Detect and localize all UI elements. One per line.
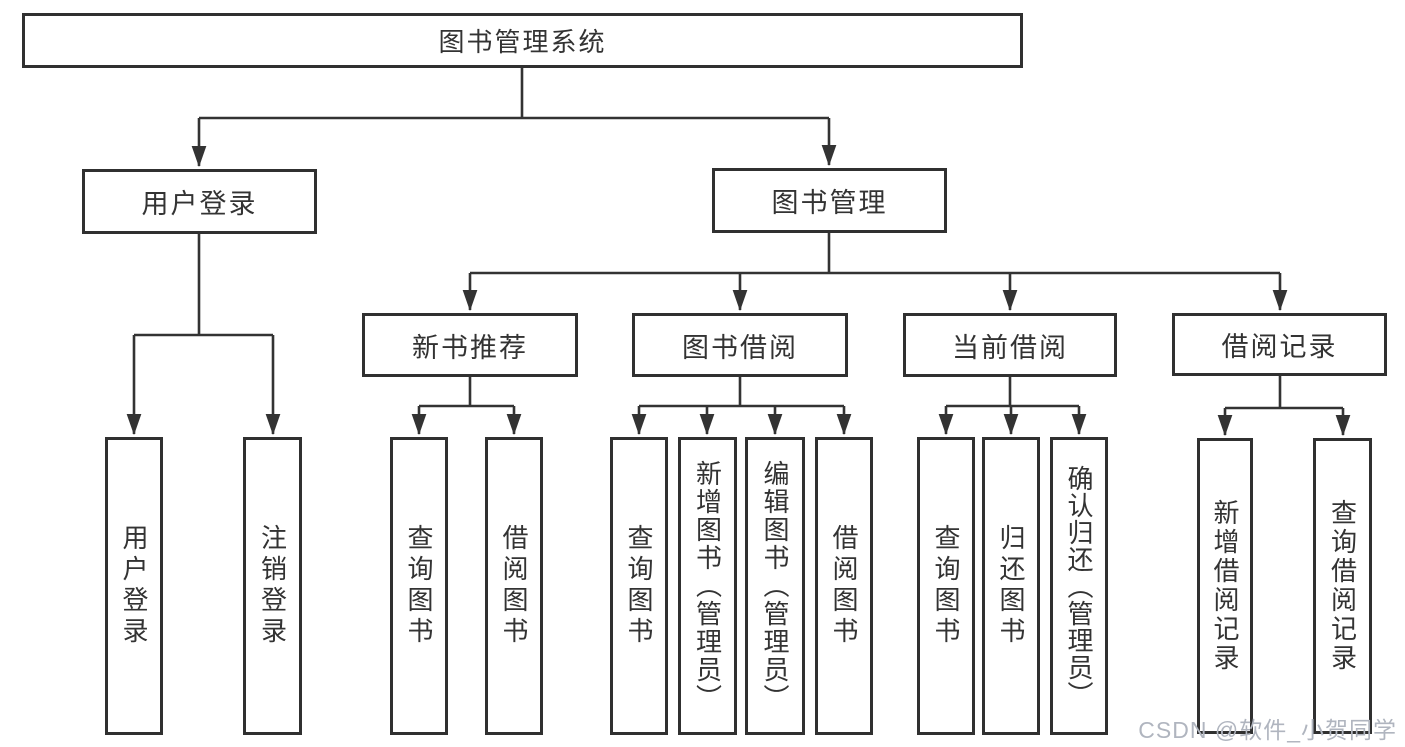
node-book-management-module-label: 图书管理 (771, 188, 888, 218)
leaf-nb-borrow-books-label: 借阅图书 (499, 524, 529, 648)
leaf-bb-query-books-label: 查询图书 (624, 524, 654, 648)
node-new-book-recommend: 新书推荐 (362, 313, 578, 377)
node-book-borrowing-label: 图书借阅 (682, 332, 798, 363)
leaf-cb-query-books-label: 查询图书 (931, 524, 961, 648)
node-user-login-module: 用户登录 (82, 169, 317, 234)
leaf-cb-confirm-return-admin-label: 确认归还（管理员） (1064, 464, 1094, 708)
node-book-management-module: 图书管理 (712, 168, 947, 233)
node-book-borrowing: 图书借阅 (632, 313, 848, 377)
node-current-borrowing-label: 当前借阅 (952, 332, 1068, 363)
leaf-bb-add-books-admin: 新增图书（管理员） (678, 437, 737, 735)
node-borrowing-records-label: 借阅记录 (1221, 332, 1338, 362)
leaf-bb-edit-books-admin-label: 编辑图书（管理员） (760, 460, 790, 712)
leaf-cb-query-books: 查询图书 (917, 437, 975, 735)
leaf-br-add-record-label: 新增借阅记录 (1210, 499, 1240, 673)
leaf-cb-confirm-return-admin: 确认归还（管理员） (1050, 437, 1108, 735)
node-system-root-label: 图书管理系统 (438, 27, 607, 57)
leaf-bb-borrow-books-label: 借阅图书 (829, 524, 859, 648)
leaf-br-add-record: 新增借阅记录 (1197, 438, 1253, 734)
leaf-bb-edit-books-admin: 编辑图书（管理员） (745, 437, 805, 735)
node-new-book-recommend-label: 新书推荐 (412, 332, 528, 363)
leaf-bb-add-books-admin-label: 新增图书（管理员） (692, 460, 723, 712)
leaf-bb-query-books: 查询图书 (610, 437, 668, 735)
node-current-borrowing: 当前借阅 (903, 313, 1117, 377)
leaf-br-query-record-label: 查询借阅记录 (1327, 499, 1358, 673)
leaf-cb-return-books: 归还图书 (982, 437, 1040, 735)
node-system-root: 图书管理系统 (22, 13, 1023, 68)
leaf-nb-query-books: 查询图书 (390, 437, 448, 735)
leaf-nb-borrow-books: 借阅图书 (485, 437, 543, 735)
leaf-logout: 注销登录 (243, 437, 302, 735)
node-user-login-module-label: 用户登录 (141, 189, 258, 219)
leaf-bb-borrow-books: 借阅图书 (815, 437, 873, 735)
csdn-watermark: CSDN @软件_小贺同学 (1138, 717, 1397, 743)
leaf-nb-query-books-label: 查询图书 (404, 524, 434, 648)
leaf-br-query-record: 查询借阅记录 (1313, 438, 1372, 734)
leaf-cb-return-books-label: 归还图书 (996, 524, 1026, 648)
leaf-user-login-label: 用户登录 (119, 524, 149, 648)
leaf-logout-label: 注销登录 (257, 524, 288, 648)
node-borrowing-records: 借阅记录 (1172, 313, 1387, 376)
leaf-user-login: 用户登录 (105, 437, 163, 735)
